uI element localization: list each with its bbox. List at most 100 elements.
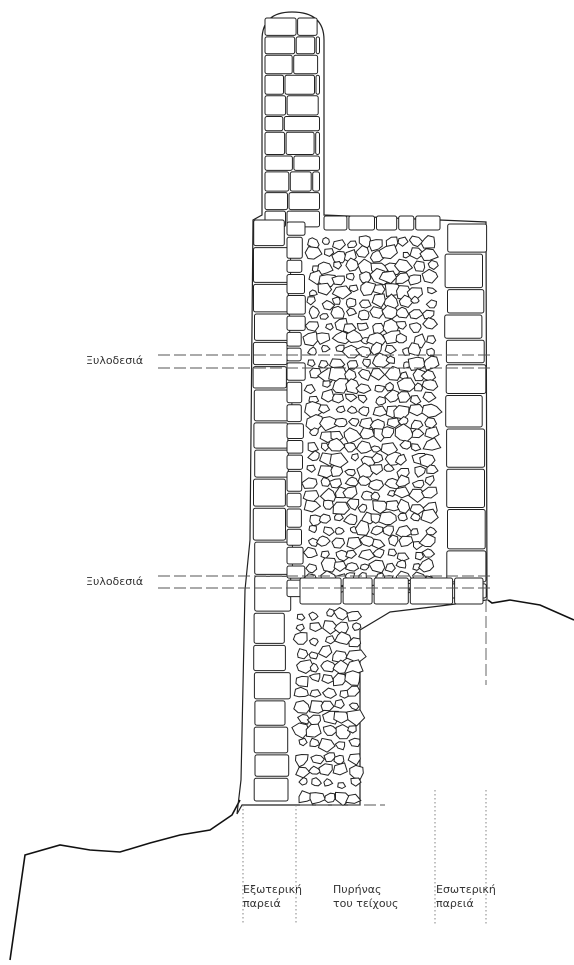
rubble-stone [331,239,347,251]
rubble-stone [358,299,372,309]
rubble-stone [344,468,356,477]
rubble-stone [321,674,335,685]
rubble-stone [383,463,395,472]
core-label-line1: Πυρήνας [333,883,381,896]
rubble-stone [394,453,407,466]
rubble-stone [307,450,320,462]
rubble-stone [347,240,358,249]
division-dotted-lines [242,790,487,925]
rubble-stone [355,346,372,359]
rubble-stone [317,282,333,296]
outer-face-label-line2: παρειά [243,897,281,910]
rubble-stone [321,344,331,353]
ashlar-block [373,577,409,605]
rubble-stone [397,512,408,522]
ashlar-block [445,339,485,364]
rubble-stone [422,391,437,403]
rubble-stone [334,698,345,709]
ashlar-block [264,17,297,36]
ashlar-block [286,470,303,492]
rubble-stone [422,437,442,451]
rubble-stone [325,323,334,331]
rubble-stone [378,270,398,285]
rubble-stone [425,299,438,309]
ashlar-block [445,364,487,395]
rubble-stone [317,737,336,753]
rubble-stone [317,644,333,659]
rubble-stone [344,442,357,453]
rubble-stone [398,535,414,548]
rubble-stone [413,260,426,272]
rubble-stone [327,437,346,452]
rubble-stone [384,562,396,573]
ashlar-block [444,253,484,289]
rubble-stone [331,296,341,305]
rubble-stone [396,498,411,514]
rubble-stone [345,549,358,559]
rubble-stone [320,557,338,573]
rubble-stone [375,396,387,406]
ashlar-block [286,508,302,528]
rubble-stone [318,416,338,432]
rubble-stone [295,623,305,632]
rubble-stone [424,474,435,487]
rubble-stone [368,559,386,574]
ashlar-block [254,313,291,341]
ashlar-block [264,54,293,75]
rubble-stone [396,552,410,562]
rubble-stone [395,321,407,330]
rubble-stone [371,352,392,368]
rubble-stone [309,792,326,805]
rubble-stone [421,548,436,558]
ashlar-block [254,700,286,726]
rubble-stone [334,526,345,535]
rubble-stone [333,621,349,634]
ashlar-block [286,331,302,347]
rubble-stone [368,479,385,491]
rubble-stone [306,296,316,306]
ashlar-block [286,362,306,381]
rubble-stone [346,725,357,734]
rubble-stone [414,551,425,561]
rubble-stone [378,244,398,260]
rubble-stone [335,791,353,807]
rubble-stone [346,498,360,511]
ashlar-block [447,223,488,253]
rubble-stone [348,284,359,293]
rubble-stone [310,754,326,765]
ashlar-block [446,428,486,468]
rubble-stone [295,675,309,688]
rubble-stone [330,305,345,319]
ashlar-block [312,171,321,192]
rubble-stone [298,737,308,747]
rubble-stone [308,537,319,547]
rubble-stone [304,246,323,260]
rubble-stone [322,724,339,736]
ground-line-left [9,799,241,961]
rubble-stone [316,332,331,345]
rubble-stone [322,499,334,510]
rubble-stone [323,778,334,787]
ashlar-block [286,315,306,331]
rubble-stone [337,782,347,790]
ashlar-block [253,422,289,449]
ashlar-block [315,74,320,95]
tie-beam-upper-lines [158,354,490,369]
rubble-stone [342,485,358,499]
ashlar-block [286,404,302,423]
rubble-stone [397,236,409,247]
rubble-stone [301,477,318,489]
ashlar-block [315,36,321,55]
rubble-stone [381,304,400,320]
rubble-stone [303,499,322,513]
rubble-stone [332,501,351,515]
rubble-stone [370,445,382,453]
rubble-stone [343,427,363,445]
rubble-stone [308,673,321,683]
rubble-stone [421,268,439,284]
rubble-stone [317,404,331,414]
tie-beam-lower-lines [158,575,490,589]
rubble-stone [427,259,439,271]
rubble-stone [355,245,370,258]
rubble-stone [298,777,308,786]
